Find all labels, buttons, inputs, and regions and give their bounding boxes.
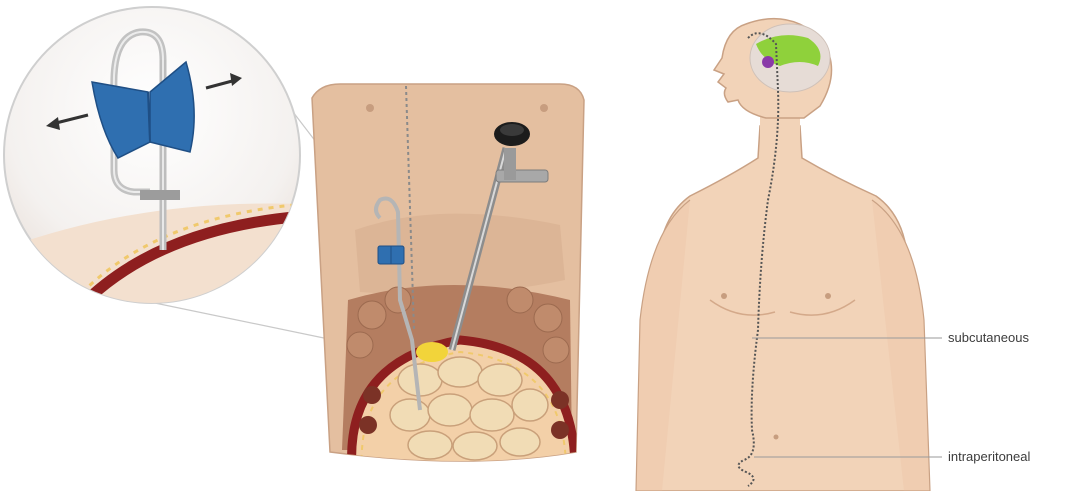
patient-figure [636,19,942,491]
brain-ventricles [750,24,830,92]
fluid-pocket [416,342,448,362]
label-intraperitoneal: intraperitoneal [948,449,1030,464]
fixation-anchor-small [378,246,404,264]
label-subcutaneous: subcutaneous [948,330,1029,345]
abdomen-cutaway [312,84,584,470]
